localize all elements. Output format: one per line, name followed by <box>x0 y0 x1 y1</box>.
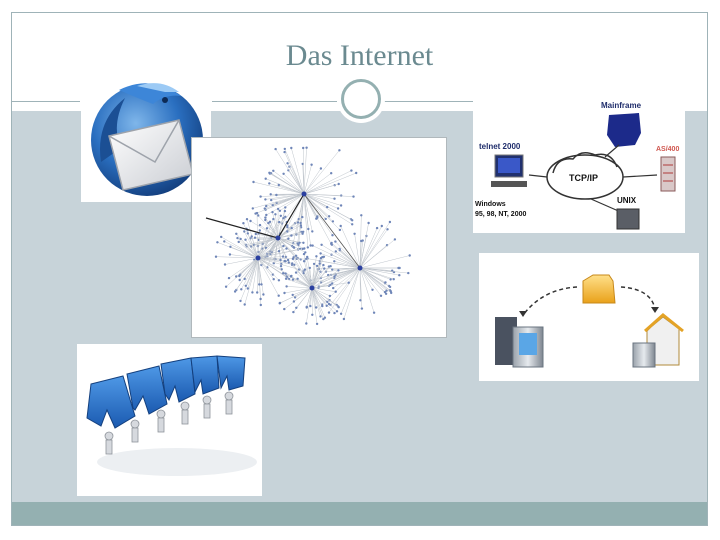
mainframe-label: Mainframe <box>601 101 642 110</box>
unix-label: UNIX <box>617 196 637 205</box>
thunderbird-mail-icon <box>81 70 211 202</box>
windows-label: Windows <box>475 201 506 208</box>
file-transfer-icon <box>479 253 699 381</box>
as400-label: AS/400 <box>656 146 679 153</box>
windows-versions-label: 95, 98, NT, 2000 <box>475 211 526 218</box>
title-rule-middle <box>212 101 337 102</box>
title-circle-ornament <box>341 79 381 119</box>
www-letters-image <box>77 344 262 496</box>
network-graph <box>191 137 447 338</box>
telnet-label: telnet 2000 <box>479 142 521 151</box>
tcpip-diagram: Mainframe telnet 2000 AS/400 TCP/IP UNIX… <box>473 95 685 233</box>
footer-bar <box>12 502 707 525</box>
slide-title: Das Internet <box>285 39 434 72</box>
title-rule-left <box>12 101 80 102</box>
tcpip-label: TCP/IP <box>569 173 598 183</box>
title-rule-right <box>384 101 474 102</box>
